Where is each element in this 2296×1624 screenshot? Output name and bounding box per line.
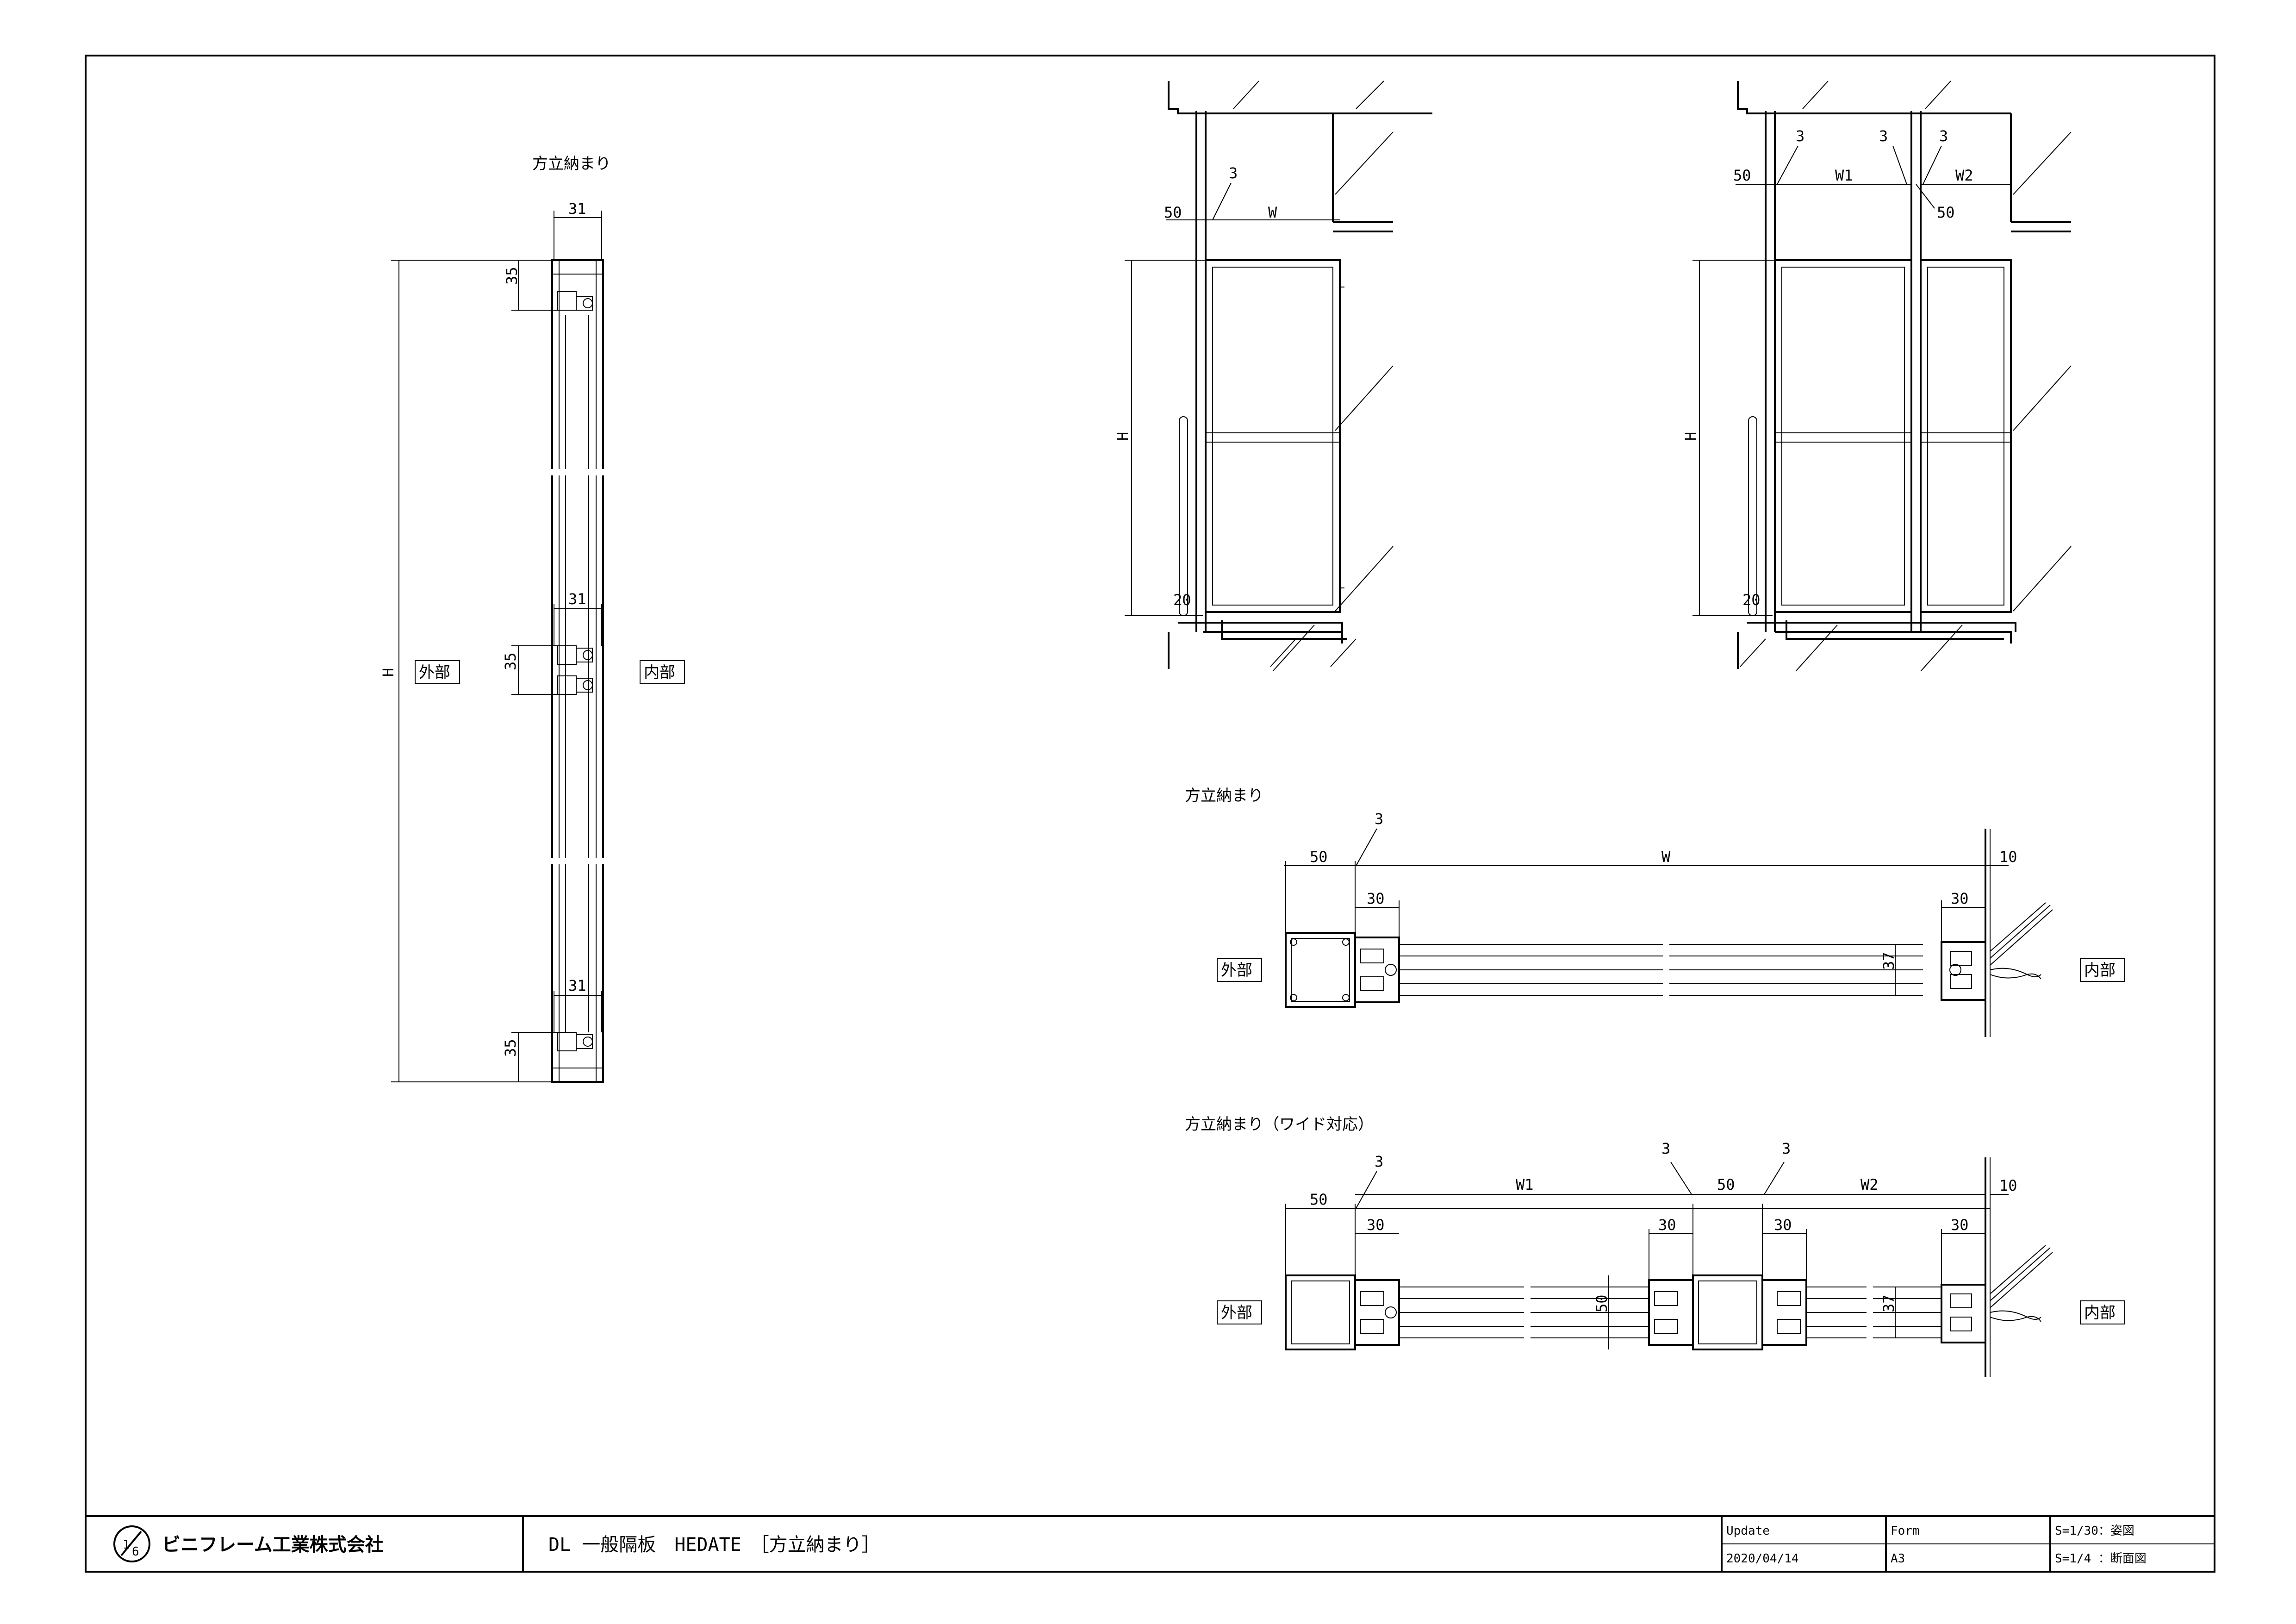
label-exterior-plan1: 外部: [1221, 961, 1252, 980]
dim-3-plan1: 3: [1375, 810, 1383, 828]
dim-20-elev2: 20: [1742, 591, 1761, 609]
plan-section-wide: 方立納まり（ワイド対応）: [1185, 1115, 2125, 1377]
dim-50v-plan2: 50: [1593, 1294, 1611, 1312]
dim-3b-plan2: 3: [1661, 1140, 1670, 1157]
dim-w2-elev2: W2: [1955, 167, 1973, 184]
company-name: ビニフレーム工業株式会社: [162, 1534, 384, 1555]
section-left-heading: 方立納まり: [532, 155, 611, 173]
dim-50b-elev2: 50: [1937, 204, 1955, 221]
dim-3b-elev2: 3: [1879, 127, 1888, 145]
plan-single-heading: 方立納まり: [1185, 787, 1263, 805]
dim-h-left: H: [380, 668, 397, 677]
vertical-section-view: 方立納まり 31 35: [380, 155, 685, 1083]
elevation-wide: H 50 W1 W2 3 3 3 50 20: [1682, 81, 2072, 672]
label-interior-plan2: 内部: [2084, 1304, 2116, 1322]
sheet-border: [85, 55, 2215, 1573]
update-date: 2020/04/14: [1726, 1552, 1799, 1566]
update-label: Update: [1726, 1524, 1770, 1538]
dim-30b-plan2: 30: [1658, 1216, 1676, 1234]
dim-w1-plan2: W1: [1516, 1176, 1534, 1193]
label-interior-left: 内部: [644, 663, 675, 682]
dim-20-elev1: 20: [1173, 591, 1191, 609]
dim-h-elev1: H: [1114, 432, 1132, 441]
dim-30d-plan2: 30: [1951, 1216, 1969, 1234]
title-block: 1 6 ビニフレーム工業株式会社 DL 一般隔板 HEDATE ［方立納まり］ …: [86, 1515, 2215, 1572]
dim-31-bottom: 31: [568, 977, 586, 994]
dim-50b-plan2: 50: [1717, 1176, 1735, 1193]
dim-3a-plan2: 3: [1375, 1153, 1383, 1170]
dim-37-plan2: 37: [1880, 1294, 1898, 1312]
label-exterior-left: 外部: [419, 663, 450, 682]
dim-30c-plan2: 30: [1774, 1216, 1792, 1234]
dim-10-plan2: 10: [1999, 1177, 2017, 1194]
form-value: A3: [1891, 1552, 1905, 1566]
elevation-single: H 50 W 3 20: [1114, 81, 1432, 672]
company-logo-icon: 1 6: [113, 1525, 150, 1562]
dim-3-elev1: 3: [1229, 164, 1238, 182]
dim-w-plan1: W: [1661, 848, 1671, 866]
dim-30a-plan1: 30: [1367, 890, 1385, 907]
dim-50-plan1: 50: [1310, 848, 1328, 866]
dim-31-top: 31: [568, 200, 586, 218]
dim-3a-elev2: 3: [1796, 127, 1804, 145]
dim-35-bottom: 35: [502, 1039, 519, 1057]
plan-wide-heading: 方立納まり（ワイド対応）: [1185, 1115, 1374, 1134]
scale-elevation: S=1/30：姿図: [2055, 1524, 2134, 1538]
dim-3c-plan2: 3: [1782, 1140, 1791, 1157]
dim-35-mid: 35: [502, 652, 519, 670]
label-interior-plan1: 内部: [2084, 961, 2116, 980]
scale-section: S=1/4 ：断面図: [2055, 1552, 2147, 1566]
dim-10-plan1: 10: [1999, 848, 2017, 866]
dim-30a-plan2: 30: [1367, 1216, 1385, 1234]
dim-37-plan1: 37: [1880, 952, 1898, 970]
label-exterior-plan2: 外部: [1221, 1304, 1252, 1322]
dim-50-elev1: 50: [1164, 204, 1182, 221]
dim-w2-plan2: W2: [1860, 1176, 1879, 1193]
plan-section-single: 方立納まり 50: [1185, 787, 2125, 1037]
dim-50a-plan2: 50: [1310, 1191, 1328, 1208]
dim-50-elev2: 50: [1733, 167, 1751, 184]
dim-h-elev2: H: [1682, 432, 1699, 441]
dim-30b-plan1: 30: [1951, 890, 1969, 907]
dim-w-elev1: W: [1268, 204, 1277, 221]
dim-w1-elev2: W1: [1835, 167, 1853, 184]
form-label: Form: [1891, 1524, 1920, 1538]
svg-text:6: 6: [132, 1545, 139, 1559]
drawing-title: DL 一般隔板 HEDATE ［方立納まり］: [548, 1534, 880, 1555]
svg-text:1: 1: [123, 1538, 130, 1552]
dim-35-top: 35: [503, 267, 521, 285]
dim-3c-elev2: 3: [1939, 127, 1948, 145]
dim-31-mid: 31: [568, 590, 586, 608]
